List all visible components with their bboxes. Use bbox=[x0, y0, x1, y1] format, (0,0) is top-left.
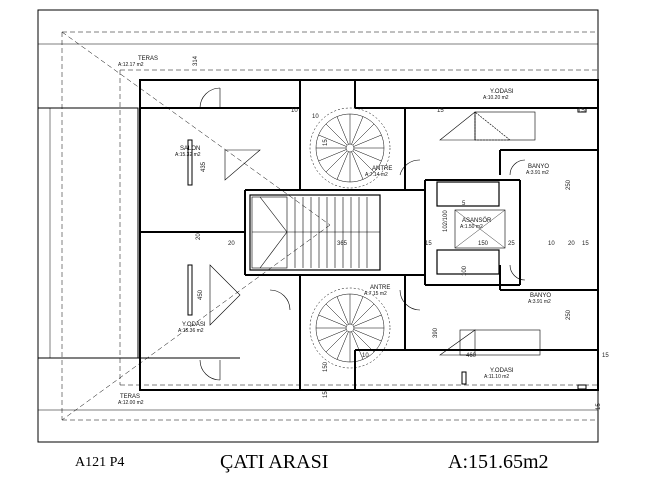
banyo-top-area: A:3.91 m2 bbox=[526, 170, 549, 176]
stair-tread bbox=[351, 331, 364, 360]
dim-314: 314 bbox=[193, 55, 199, 66]
y-odasi-bottom-right-name: Y.ODASI bbox=[490, 368, 514, 374]
central-stair bbox=[249, 194, 381, 271]
asansor-name: ASANSÖR bbox=[462, 217, 492, 224]
stair-tread bbox=[325, 123, 348, 146]
dim-15h: 15 bbox=[323, 139, 329, 146]
asansor-area: A:1.50 m2 bbox=[460, 224, 483, 230]
salon-area: A:15.32 m2 bbox=[175, 152, 201, 158]
stair-tread bbox=[351, 151, 364, 180]
stair-tread bbox=[336, 296, 349, 325]
antre-bottom-area: A:7.15 m2 bbox=[364, 291, 387, 297]
stair-tread bbox=[353, 149, 382, 162]
antre-bottom-name: ANTRE bbox=[370, 285, 390, 291]
walls bbox=[139, 79, 599, 391]
antre-top-name: ANTRE bbox=[372, 166, 392, 172]
banyo-bottom-area: A:3.91 m2 bbox=[528, 299, 551, 305]
dim-450: 450 bbox=[198, 289, 204, 300]
dim-250a: 250 bbox=[566, 179, 572, 190]
stair-tread bbox=[318, 314, 347, 327]
spiral-stair-bottom bbox=[309, 287, 391, 369]
dim-20b: 20 bbox=[196, 233, 202, 240]
teras-bottom-area: A:12.00 m2 bbox=[118, 400, 144, 406]
y-odasi-top-right-name: Y.ODASI bbox=[490, 89, 514, 95]
stair-tread bbox=[353, 329, 382, 342]
stair-tread bbox=[325, 330, 348, 353]
banyo-bottom-name: BANYO bbox=[530, 293, 551, 299]
antre-top-area: A:7.14 m2 bbox=[365, 172, 388, 178]
doors bbox=[199, 87, 526, 381]
stair-tread bbox=[318, 149, 347, 162]
dimension-labels: 314 10 15 15 435 20 20 365 15 150 25 10 … bbox=[193, 55, 609, 410]
stair-tread bbox=[352, 303, 375, 326]
spiral-stair-top bbox=[309, 107, 391, 189]
dim-150: 150 bbox=[478, 241, 489, 247]
y-odasi-top-right-area: A:10.20 m2 bbox=[483, 95, 509, 101]
stair-tread bbox=[353, 134, 382, 147]
stair-tread bbox=[325, 303, 348, 326]
dim-15b: 15 bbox=[437, 108, 444, 114]
stair-tread bbox=[318, 329, 347, 342]
window-bars bbox=[187, 107, 587, 390]
stair-tread bbox=[353, 314, 382, 327]
dim-460: 460 bbox=[466, 353, 477, 359]
dim-10b: 10 bbox=[548, 241, 555, 247]
stair-tread bbox=[352, 150, 375, 173]
dim-10d: 10 bbox=[312, 114, 319, 120]
dim-435: 435 bbox=[201, 161, 207, 172]
dim-20a: 20 bbox=[228, 241, 235, 247]
dim-15c: 15 bbox=[425, 241, 432, 247]
stair-tread bbox=[325, 150, 348, 173]
title-block: A121 P4 ÇATI ARASI A:151.65m2 bbox=[75, 451, 549, 473]
dim-365: 365 bbox=[337, 241, 348, 247]
dim-15a: 15 bbox=[578, 108, 585, 114]
stair-tread bbox=[336, 331, 349, 360]
dim-20c: 20 bbox=[568, 241, 575, 247]
y-odasi-bottom-right-area: A:11.10 m2 bbox=[484, 374, 509, 380]
outer-frame bbox=[37, 9, 599, 443]
stair-tread bbox=[352, 330, 375, 353]
banyo-top-name: BANYO bbox=[528, 164, 549, 170]
dim-10c: 10 bbox=[362, 353, 369, 359]
stair-tread bbox=[336, 151, 349, 180]
dim-15f: 15 bbox=[323, 391, 329, 398]
dim-5: 5 bbox=[462, 201, 466, 207]
dim-100: 100 bbox=[462, 265, 468, 276]
drawing-area: A:151.65m2 bbox=[448, 451, 549, 473]
skylights bbox=[209, 111, 541, 356]
stair-tread bbox=[351, 116, 364, 145]
dim-102: 102/100 bbox=[443, 210, 449, 232]
stair-tread bbox=[352, 123, 375, 146]
dim-250b: 250 bbox=[566, 309, 572, 320]
room-labels: TERAS A:12.17 m2 TERAS A:12.00 m2 SALON … bbox=[118, 56, 551, 406]
dim-390: 390 bbox=[433, 327, 439, 338]
teras-top-name: TERAS bbox=[138, 56, 158, 62]
dim-15d: 15 bbox=[582, 241, 589, 247]
elevator-shaft bbox=[436, 181, 506, 275]
y-odasi-left-area: A:15.36 m2 bbox=[178, 328, 204, 334]
roof-diagonals bbox=[61, 31, 598, 421]
dim-150b: 150 bbox=[323, 361, 329, 372]
teras-top-area: A:12.17 m2 bbox=[118, 62, 144, 68]
y-odasi-left-name: Y.ODASI bbox=[182, 322, 206, 328]
drawing-code: A121 P4 bbox=[75, 455, 124, 470]
stair-tread bbox=[336, 116, 349, 145]
teras-bottom-name: TERAS bbox=[120, 394, 140, 400]
stair-tread bbox=[351, 296, 364, 325]
dim-25: 25 bbox=[508, 241, 515, 247]
dim-10a: 10 bbox=[291, 108, 298, 114]
stair-tread bbox=[318, 134, 347, 147]
dim-15e: 15 bbox=[602, 353, 609, 359]
salon-name: SALON bbox=[180, 146, 200, 152]
drawing-title: ÇATI ARASI bbox=[220, 451, 328, 473]
dim-15g: 15 bbox=[596, 403, 602, 410]
